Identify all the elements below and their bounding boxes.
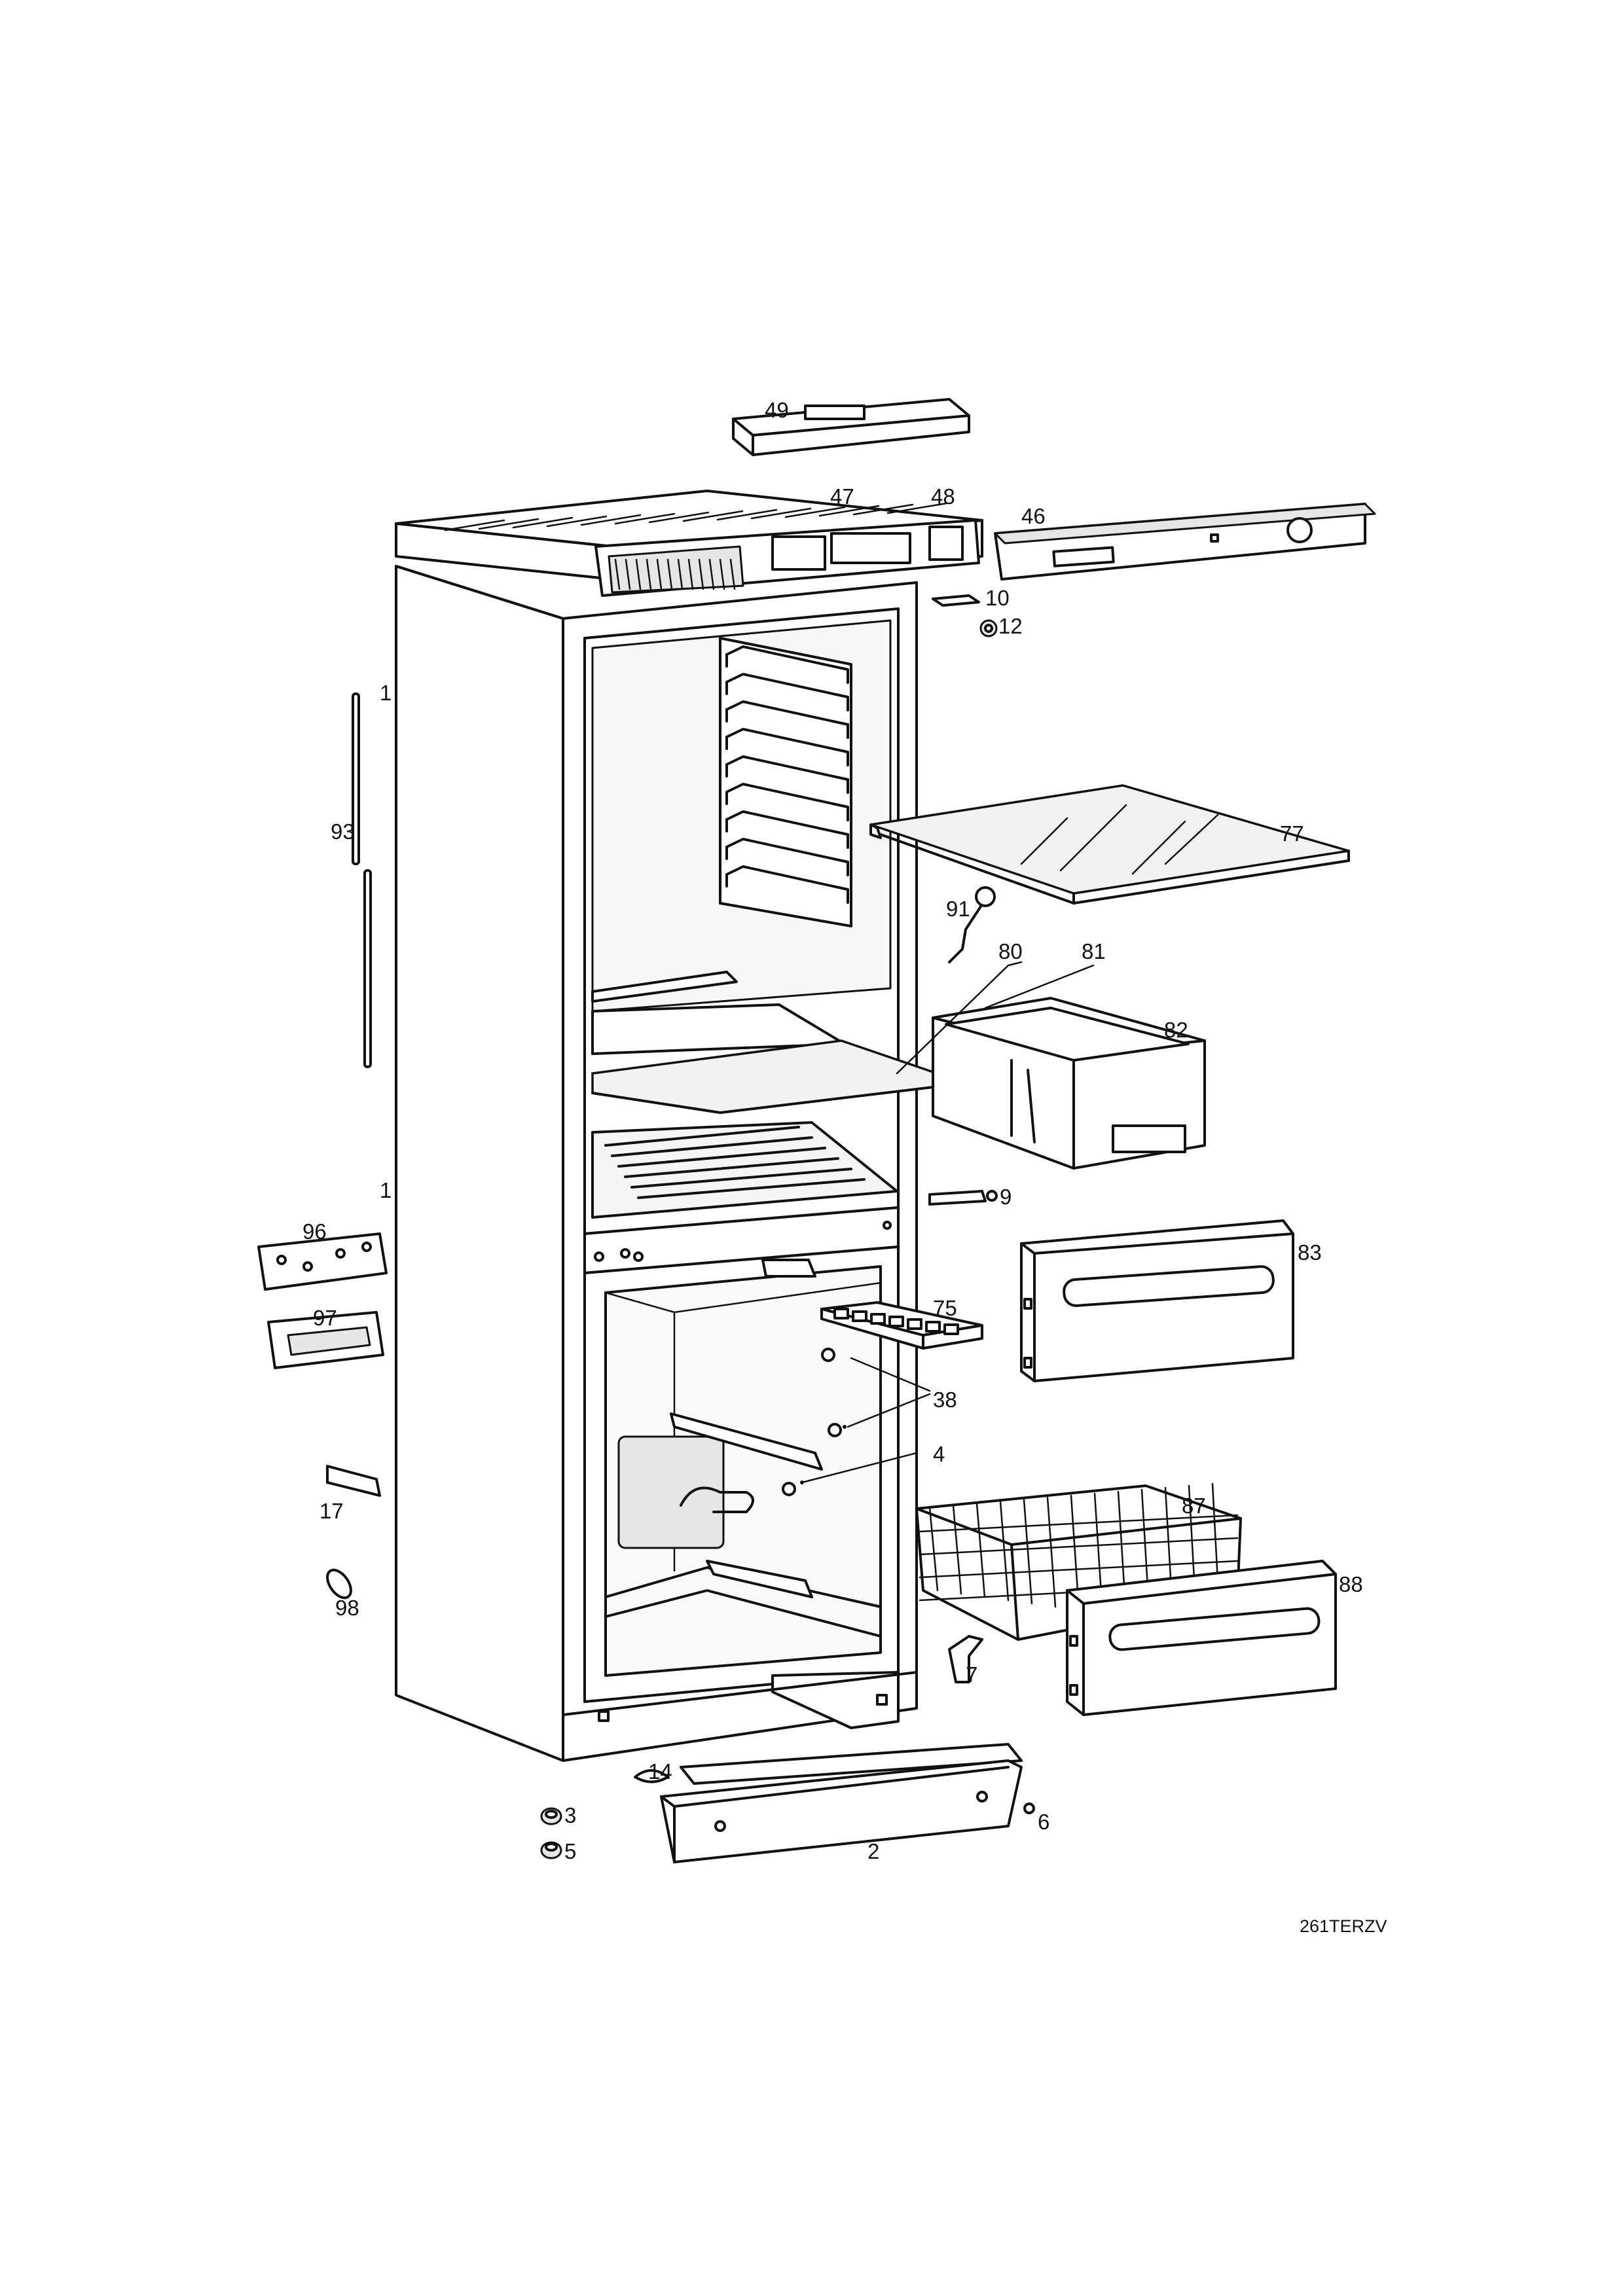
callout-7: 7 <box>966 1662 977 1687</box>
callout-49: 49 <box>765 398 789 422</box>
callout-97: 97 <box>313 1306 337 1330</box>
part-3-foot <box>540 1807 562 1825</box>
callout-82: 82 <box>1164 1018 1188 1042</box>
cabinet-body <box>395 565 918 1762</box>
part-47-48-control-housing <box>594 519 980 597</box>
callout-2: 2 <box>867 1839 879 1863</box>
callout-87: 87 <box>1182 1494 1206 1518</box>
callout-1-upper: 1 <box>380 681 392 705</box>
callout-1-lower: 1 <box>380 1178 392 1202</box>
part-12-screw <box>979 619 998 637</box>
leader-lines <box>801 961 1095 1484</box>
part-46-control-panel <box>994 503 1376 581</box>
part-97-handle-end <box>267 1311 384 1369</box>
part-83-drawer-front <box>1020 1219 1294 1382</box>
part-6-screw <box>1023 1803 1035 1814</box>
callout-91: 91 <box>946 897 970 921</box>
part-77-glass-shelf <box>869 784 1350 905</box>
callout-3: 3 <box>564 1803 576 1827</box>
part-98-plug <box>326 1568 352 1600</box>
callout-46: 46 <box>1021 504 1046 528</box>
callout-6: 6 <box>1038 1810 1049 1834</box>
callout-80: 80 <box>998 939 1023 963</box>
part-49-cover <box>732 398 970 456</box>
callout-labels: 49 47 48 46 10 12 1 93 77 91 80 81 82 1 … <box>302 398 1387 1936</box>
part-80-crisper-cover <box>591 1039 967 1114</box>
part-96-hinge-plate <box>257 1232 388 1291</box>
evaporator-grille <box>719 637 852 927</box>
callout-48: 48 <box>931 484 955 509</box>
callout-17: 17 <box>319 1499 344 1523</box>
part-88-freezer-drawer-front <box>1066 1560 1337 1716</box>
part-2-base-plinth <box>660 1743 1023 1863</box>
callout-12: 12 <box>998 614 1023 638</box>
part-91-lamp <box>948 886 996 963</box>
callout-83: 83 <box>1298 1240 1322 1265</box>
drawing-code: 261TERZV <box>1300 1916 1387 1936</box>
part-17-pin <box>326 1465 381 1497</box>
callout-9: 9 <box>1000 1185 1012 1209</box>
callout-93: 93 <box>331 819 355 844</box>
callout-5: 5 <box>564 1839 576 1863</box>
callout-96: 96 <box>302 1219 327 1244</box>
part-38-fasteners <box>821 1348 847 1437</box>
part-4-fastener <box>782 1480 804 1496</box>
part-82-crisper-drawer <box>932 997 1206 1170</box>
callout-4: 4 <box>933 1442 945 1466</box>
crisper-area <box>591 971 898 1219</box>
callout-98: 98 <box>335 1596 359 1620</box>
callout-75: 75 <box>933 1296 957 1320</box>
part-9-hinge-pin <box>928 1190 998 1206</box>
part-7-bracket <box>948 1635 983 1683</box>
part-10-clip <box>932 594 980 607</box>
callout-47: 47 <box>830 484 854 509</box>
callout-77: 77 <box>1280 821 1304 846</box>
callout-10: 10 <box>985 586 1010 610</box>
callout-14: 14 <box>648 1759 672 1784</box>
part-14-clip <box>634 1769 669 1784</box>
part-75-ice-tray <box>820 1301 983 1350</box>
part-93-gasket-strip <box>352 692 372 1068</box>
part-5-foot <box>540 1841 562 1859</box>
callout-88: 88 <box>1339 1572 1363 1596</box>
callout-81: 81 <box>1082 939 1106 963</box>
callout-38: 38 <box>933 1388 957 1412</box>
